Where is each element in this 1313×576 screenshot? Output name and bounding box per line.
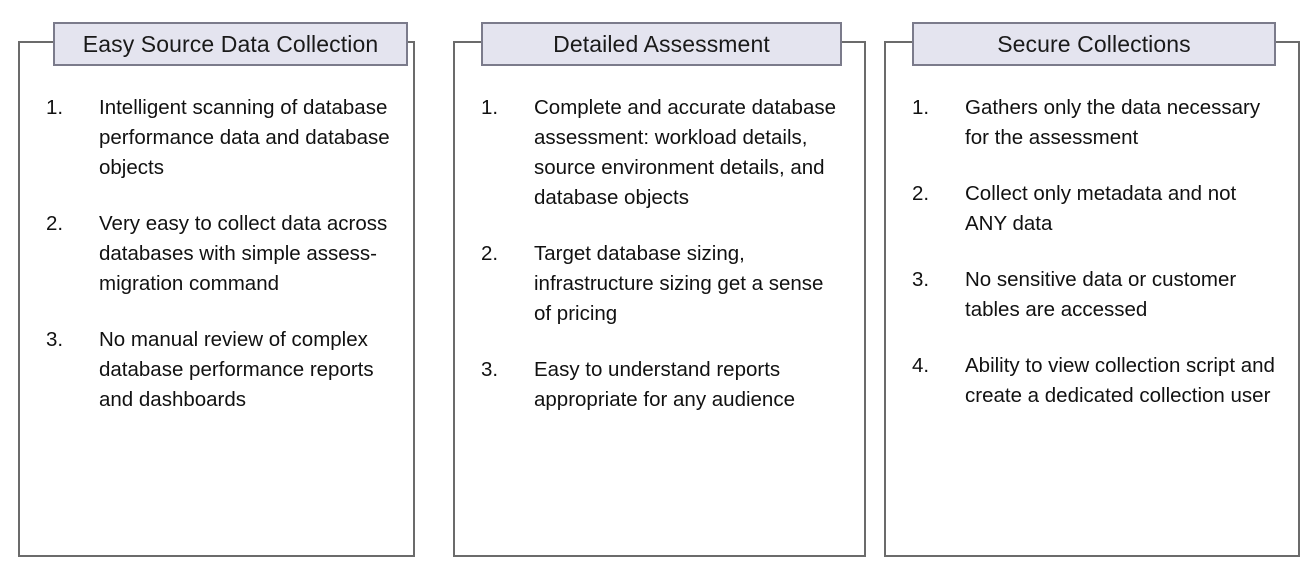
list-item-number: 1.	[481, 96, 499, 119]
list-item: 3. Easy to understand reports appropriat…	[481, 355, 846, 415]
panel-header-2: Detailed Assessment	[481, 22, 842, 66]
list-item: 1. Gathers only the data necessary for t…	[912, 93, 1280, 153]
list-item-text: Very easy to collect data across databas…	[99, 212, 388, 295]
list-item-number: 3.	[481, 358, 499, 381]
list-item-text: Target database sizing, infrastructure s…	[534, 242, 824, 325]
panel-title-1: Easy Source Data Collection	[82, 30, 379, 57]
list-item-text: Gathers only the data necessary for the …	[965, 96, 1261, 149]
list-item-number: 2.	[46, 212, 64, 235]
list-item: 3. No sensitive data or customer tables …	[912, 265, 1280, 325]
list-item-number: 1.	[46, 96, 64, 119]
list-item-text: Intelligent scanning of database perform…	[99, 96, 390, 179]
panel-header-1: Easy Source Data Collection	[53, 22, 408, 66]
panel-header-3: Secure Collections	[912, 22, 1276, 66]
panel-easy-source-data-collection: Easy Source Data Collection 1. Intellige…	[18, 22, 415, 557]
list-item-number: 2.	[912, 182, 930, 205]
panel-list-1: 1. Intelligent scanning of database perf…	[20, 43, 413, 415]
list-item-text: No manual review of complex database per…	[99, 328, 374, 411]
list-item: 2. Very easy to collect data across data…	[46, 209, 405, 299]
list-item-number: 4.	[912, 354, 930, 377]
list-item-number: 3.	[46, 328, 64, 351]
list-item-text: Ability to view collection script and cr…	[965, 354, 1275, 407]
list-item-number: 2.	[481, 242, 499, 265]
list-item: 2. Collect only metadata and not ANY dat…	[912, 179, 1280, 239]
panel-list-3: 1. Gathers only the data necessary for t…	[886, 43, 1298, 411]
list-item: 3. No manual review of complex database …	[46, 325, 405, 415]
panel-title-3: Secure Collections	[997, 30, 1191, 57]
list-item-number: 3.	[912, 268, 930, 291]
panel-list-2: 1. Complete and accurate database assess…	[455, 43, 864, 415]
list-item: 2. Target database sizing, infrastructur…	[481, 239, 846, 329]
list-item-text: Complete and accurate database assessmen…	[534, 96, 837, 209]
panel-title-2: Detailed Assessment	[553, 30, 770, 57]
list-item-number: 1.	[912, 96, 930, 119]
list-item: 4. Ability to view collection script and…	[912, 351, 1280, 411]
list-item-text: Easy to understand reports appropriate f…	[534, 358, 795, 411]
list-item: 1. Intelligent scanning of database perf…	[46, 93, 405, 183]
list-item-text: No sensitive data or customer tables are…	[965, 268, 1237, 321]
list-item-text: Collect only metadata and not ANY data	[965, 182, 1237, 235]
list-item: 1. Complete and accurate database assess…	[481, 93, 846, 213]
panel-detailed-assessment: Detailed Assessment 1. Complete and accu…	[453, 22, 866, 557]
panel-secure-collections: Secure Collections 1. Gathers only the d…	[884, 22, 1300, 557]
